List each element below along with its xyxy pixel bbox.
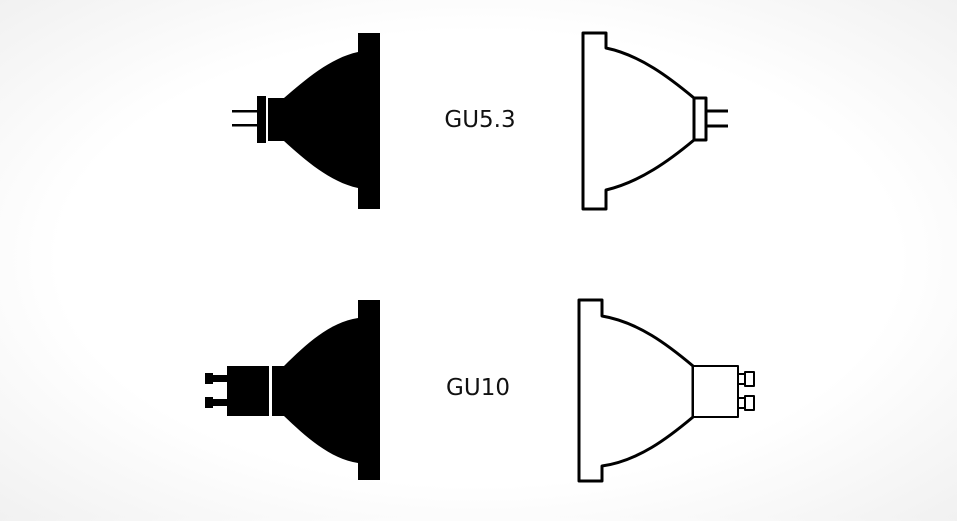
gu10-bulb-outline-icon [577,298,755,483]
gu53-reflector [284,52,358,188]
gu10-outline-pin-cap-bottom [744,395,755,411]
gu53-bulb-outline-icon [581,31,728,211]
gu53-bulb-solid-icon [232,33,380,209]
gu10-outline-pin-bottom [737,397,746,409]
gu10-rim [358,300,380,480]
gu53-base-ring [257,96,266,143]
gu10-neck [272,366,286,416]
gu53-label: GU5.3 [444,107,516,133]
gu10-outline-pin-top [737,373,746,385]
gu53-rim [358,33,380,209]
gu53-outline-ring [692,96,708,142]
gu53-neck [268,98,286,141]
gu10-pin-cap-bottom [205,397,213,408]
gu53-pin-top [232,110,258,113]
gu10-outline-body [577,298,695,483]
gu10-pin-top [213,375,229,382]
gu10-reflector [284,318,358,463]
gu10-outline-base [692,365,739,418]
gu10-outline-pin-cap-top [744,371,755,387]
gu10-pin-bottom [213,399,229,406]
gu10-pin-cap-top [205,373,213,384]
gu53-pin-bottom [232,124,258,127]
gu53-outline-body [581,31,696,211]
gu10-base [227,366,269,416]
gu10-bulb-solid-icon [205,300,380,480]
gu10-label: GU10 [446,375,510,401]
